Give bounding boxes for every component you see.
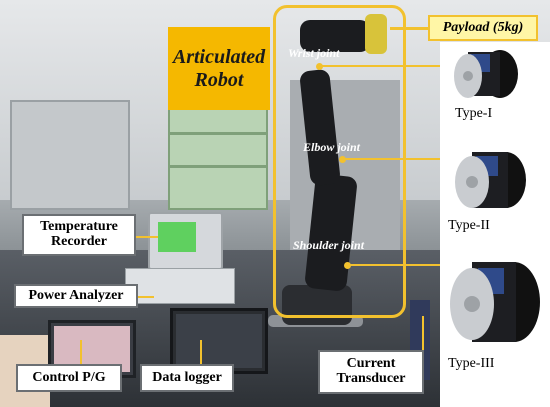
recorder-pointer-line	[136, 236, 158, 238]
left-shelving	[10, 100, 130, 210]
data-logger-screen	[176, 314, 262, 368]
elbow-joint-dot	[339, 156, 346, 163]
green-shelving	[168, 100, 268, 210]
payload-pointer-line	[390, 27, 428, 30]
power-analyzer-device	[125, 268, 235, 304]
robot-wrist	[300, 20, 370, 52]
type-iii-actuator-image	[442, 258, 542, 348]
type-ii-label: Type-II	[448, 218, 490, 233]
power-analyzer-pointer-line	[138, 296, 154, 298]
type-i-actuator-image	[448, 48, 520, 104]
type-i-label: Type-I	[455, 106, 493, 121]
power-analyzer-label: Power Analyzer	[14, 284, 138, 308]
title-line-1: Articulated	[172, 45, 266, 68]
wrist-joint-dot	[316, 63, 323, 70]
elbow-joint-label: Elbow joint	[303, 140, 361, 154]
robot-highlight-frame	[273, 5, 406, 318]
elbow-pointer-line	[345, 158, 447, 160]
shoulder-pointer-line	[350, 264, 465, 266]
temperature-recorder-line-1: Temperature	[40, 219, 118, 235]
recorder-screen	[158, 222, 196, 252]
current-transducer-line-1: Current	[346, 356, 396, 372]
robot-base	[282, 285, 352, 325]
current-transducer-label: Current Transducer	[318, 350, 424, 394]
title-line-2: Robot	[194, 68, 244, 91]
control-pg-pointer-line	[80, 340, 82, 364]
data-logger-label: Data logger	[140, 364, 234, 392]
wrist-pointer-line	[322, 65, 447, 67]
wrist-joint-label: Wrist joint	[288, 46, 340, 60]
type-ii-actuator-image	[448, 148, 528, 214]
data-logger-pointer-line	[200, 340, 202, 364]
type-iii-label: Type-III	[448, 356, 495, 371]
shoulder-joint-dot	[344, 262, 351, 269]
payload-label: Payload (5kg)	[428, 15, 538, 41]
temperature-recorder-line-2: Recorder	[51, 234, 107, 249]
control-pg-label: Control P/G	[16, 364, 122, 392]
transducer-pointer-line	[422, 316, 424, 350]
current-transducer-line-2: Transducer	[336, 371, 406, 386]
payload-weight	[365, 14, 387, 54]
articulated-robot-title: Articulated Robot	[168, 27, 270, 110]
temperature-recorder-label: Temperature Recorder	[22, 214, 136, 256]
actuator-panel	[440, 42, 550, 407]
shoulder-joint-label: Shoulder joint	[293, 238, 365, 252]
